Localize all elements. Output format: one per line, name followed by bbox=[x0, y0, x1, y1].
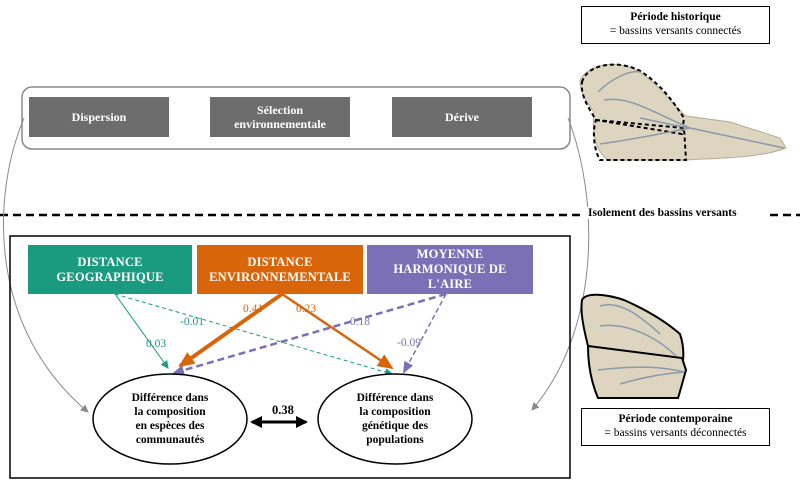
species-label-line3: en espèces des bbox=[135, 420, 205, 432]
geo-distance-line2: GEOGRAPHIQUE bbox=[56, 269, 164, 284]
genetic-label-line1: Différence dans bbox=[356, 392, 434, 404]
contemporary-basin-map bbox=[580, 293, 688, 399]
contemporary-period-box: Période contemporaine = bassins versants… bbox=[581, 408, 770, 446]
geo-distance-box: DISTANCE GEOGRAPHIQUE bbox=[28, 245, 192, 294]
env-to-species-arrow bbox=[178, 292, 284, 368]
genetic-label-line2: la composition bbox=[359, 406, 431, 418]
historic-period-box: Période historique = bassins versants co… bbox=[581, 6, 770, 44]
genetic-ellipse bbox=[317, 373, 473, 465]
env-distance-box: DISTANCE ENVIRONNEMENTALE bbox=[197, 245, 363, 294]
geo-to-genetic-arrow bbox=[114, 293, 393, 376]
coef-geo-genetic: -0.01 bbox=[180, 316, 204, 328]
model-frame bbox=[9, 235, 571, 479]
coef-area-genetic: -0.09 bbox=[397, 337, 421, 349]
geo-distance-line1: DISTANCE bbox=[77, 254, 143, 269]
selection-box: Sélection environnementale bbox=[210, 97, 350, 137]
area-mean-line3: L'AIRE bbox=[427, 277, 473, 291]
derive-curve-arrow bbox=[531, 117, 590, 411]
area-to-species-arrow bbox=[172, 292, 447, 376]
genetic-label-line4: populations bbox=[366, 434, 424, 446]
selection-label-line2: environnementale bbox=[234, 117, 326, 131]
area-mean-box: MOYENNE HARMONIQUE DE L'AIRE bbox=[367, 245, 533, 294]
genetic-label-line3: génétique des bbox=[361, 420, 429, 432]
derive-label: Dérive bbox=[445, 110, 479, 124]
selection-label-line1: Sélection bbox=[257, 103, 303, 117]
derive-box: Dérive bbox=[392, 97, 532, 137]
species-ellipse bbox=[92, 373, 248, 465]
dispersion-box: Dispersion bbox=[29, 97, 169, 137]
genetic-difference-label: Différence dans la composition génétique… bbox=[325, 386, 465, 452]
dispersion-label: Dispersion bbox=[71, 110, 127, 124]
area-to-genetic-arrow bbox=[403, 293, 447, 374]
historic-period-subtitle: = bassins versants connectés bbox=[609, 25, 742, 37]
species-label-line4: communautés bbox=[135, 434, 205, 446]
coef-env-genetic: 0.23 bbox=[296, 303, 317, 315]
historic-basin-map bbox=[579, 63, 787, 161]
coef-area-species: -0.18 bbox=[346, 316, 370, 328]
species-label-line2: la composition bbox=[134, 406, 206, 418]
area-mean-line2: HARMONIQUE DE bbox=[393, 262, 507, 276]
dispersion-curve-arrow bbox=[2, 117, 89, 413]
area-mean-line1: MOYENNE bbox=[416, 247, 484, 261]
contemporary-period-subtitle: = bassins versants déconnectés bbox=[604, 427, 747, 439]
coef-env-species: 0.41 bbox=[243, 303, 264, 315]
coef-species-genetic: 0.38 bbox=[272, 403, 294, 417]
species-difference-label: Différence dans la composition en espèce… bbox=[100, 386, 240, 452]
env-distance-line2: ENVIRONNEMENTALE bbox=[209, 269, 351, 284]
env-distance-line1: DISTANCE bbox=[247, 254, 313, 269]
isolation-label: Isolement des bassins versants bbox=[584, 207, 741, 219]
env-to-genetic-arrow bbox=[281, 292, 394, 370]
geo-to-species-arrow bbox=[114, 293, 169, 369]
coef-geo-species: 0.03 bbox=[146, 338, 167, 350]
species-label-line1: Différence dans bbox=[131, 392, 209, 404]
contemporary-period-title: Période contemporaine bbox=[618, 413, 733, 425]
historic-period-title: Période historique bbox=[630, 11, 721, 23]
